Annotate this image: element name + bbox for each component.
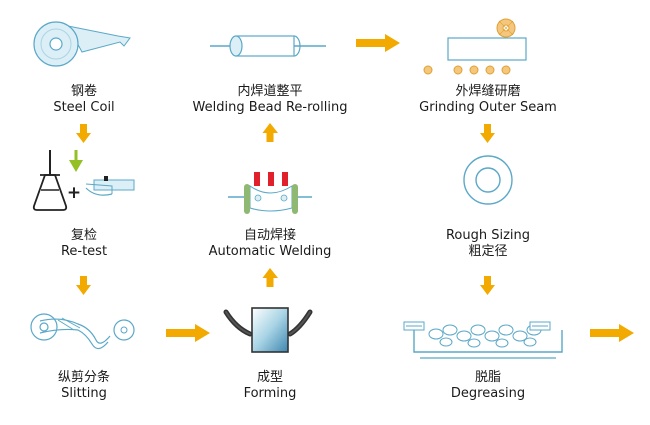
slitting-zh: 纵剪分条 (57, 370, 110, 385)
rough-sizing-zh: 粗定径 (468, 244, 508, 259)
green-down-arrow-icon (69, 150, 83, 172)
degreasing-zh: 脱脂 (474, 370, 501, 385)
rough-sizing-ring-icon (463, 155, 513, 205)
strip-sample-icon (85, 176, 135, 196)
step-bead-rerolling: 内焊道整平 Welding Bead Re-rolling (170, 84, 370, 116)
forming-en: Forming (243, 386, 297, 401)
arrow-slitting-to-forming (166, 324, 210, 342)
grinding-zh: 外焊缝研磨 (455, 84, 521, 99)
retest-zh: 复检 (70, 228, 97, 243)
step-grinding: 外焊缝研磨 Grinding Outer Seam (388, 84, 588, 116)
step-retest: 复检 Re-test (0, 228, 184, 260)
step-auto-welding: 自动焊接 Automatic Welding (170, 228, 370, 260)
auto-welding-en: Automatic Welding (208, 244, 332, 259)
retest-en: Re-test (60, 244, 108, 259)
step-steel-coil: 钢卷 Steel Coil (0, 84, 184, 116)
step-rough-sizing: Rough Sizing 粗定径 (388, 228, 588, 260)
degreasing-tank-icon (403, 321, 563, 359)
arrow-retest-to-slitting (76, 276, 91, 295)
slitting-icon (30, 313, 135, 350)
steel-coil-zh: 钢卷 (70, 84, 97, 99)
forming-zh: 成型 (256, 370, 283, 385)
arrow-grinding-to-sizing (480, 124, 495, 143)
steel-coil-icon (33, 21, 131, 67)
degreasing-en: Degreasing (450, 386, 526, 401)
step-forming: 成型 Forming (170, 370, 370, 402)
step-degreasing: 脱脂 Degreasing (388, 370, 588, 402)
auto-welding-icon (228, 172, 312, 214)
grinding-en: Grinding Outer Seam (419, 100, 557, 115)
grinding-seam-icon (423, 18, 527, 75)
retest-flask-icon (32, 150, 68, 211)
auto-welding-zh: 自动焊接 (243, 228, 296, 243)
arrow-degreasing-next (590, 324, 634, 342)
arrow-coil-to-retest (76, 124, 91, 143)
slitting-en: Slitting (61, 386, 107, 401)
steel-coil-en: Steel Coil (53, 100, 115, 115)
forming-icon (223, 307, 313, 353)
bead-rerolling-icon (210, 35, 326, 57)
arrow-welding-to-rerolling (262, 123, 278, 142)
plus-sign: + (67, 183, 81, 203)
flow-arrows (76, 34, 634, 342)
rough-sizing-en: Rough Sizing (445, 228, 531, 243)
bead-rerolling-zh: 内焊道整平 (237, 84, 303, 99)
bead-rerolling-en: Welding Bead Re-rolling (192, 100, 348, 115)
step-slitting: 纵剪分条 Slitting (0, 370, 184, 402)
arrow-sizing-to-degreasing (480, 276, 495, 295)
arrow-rerolling-to-grinding (356, 34, 400, 52)
arrow-forming-to-welding (262, 268, 278, 287)
